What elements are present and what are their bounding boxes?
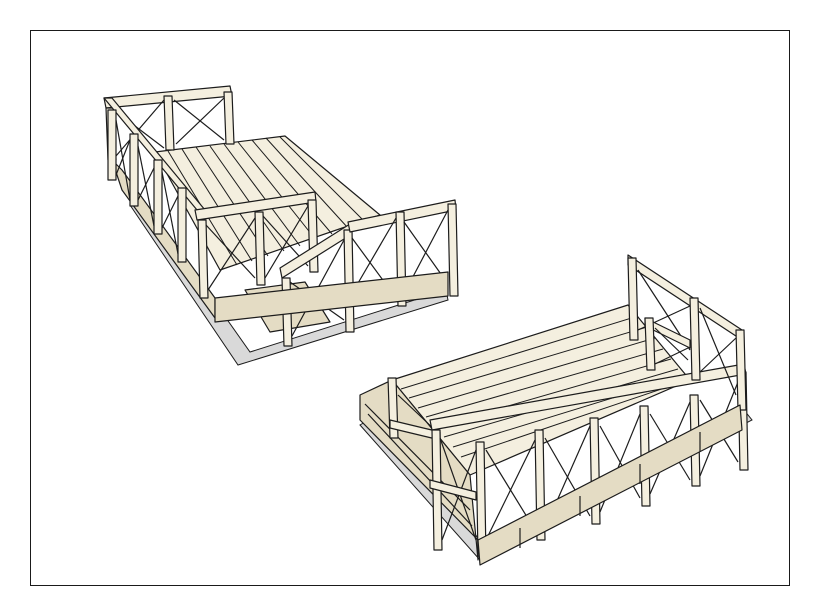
lower-deck-inner-railing (644, 317, 691, 371)
upper-left-deck (103, 85, 459, 366)
upper-deck-front-fascia (214, 271, 449, 323)
upper-deck-left-railing (103, 97, 211, 263)
lower-deck-front-fascia (477, 404, 743, 566)
lower-right-deck (359, 254, 753, 566)
lower-deck-back-railing (627, 254, 747, 411)
lower-deck-left-railing (387, 377, 441, 441)
